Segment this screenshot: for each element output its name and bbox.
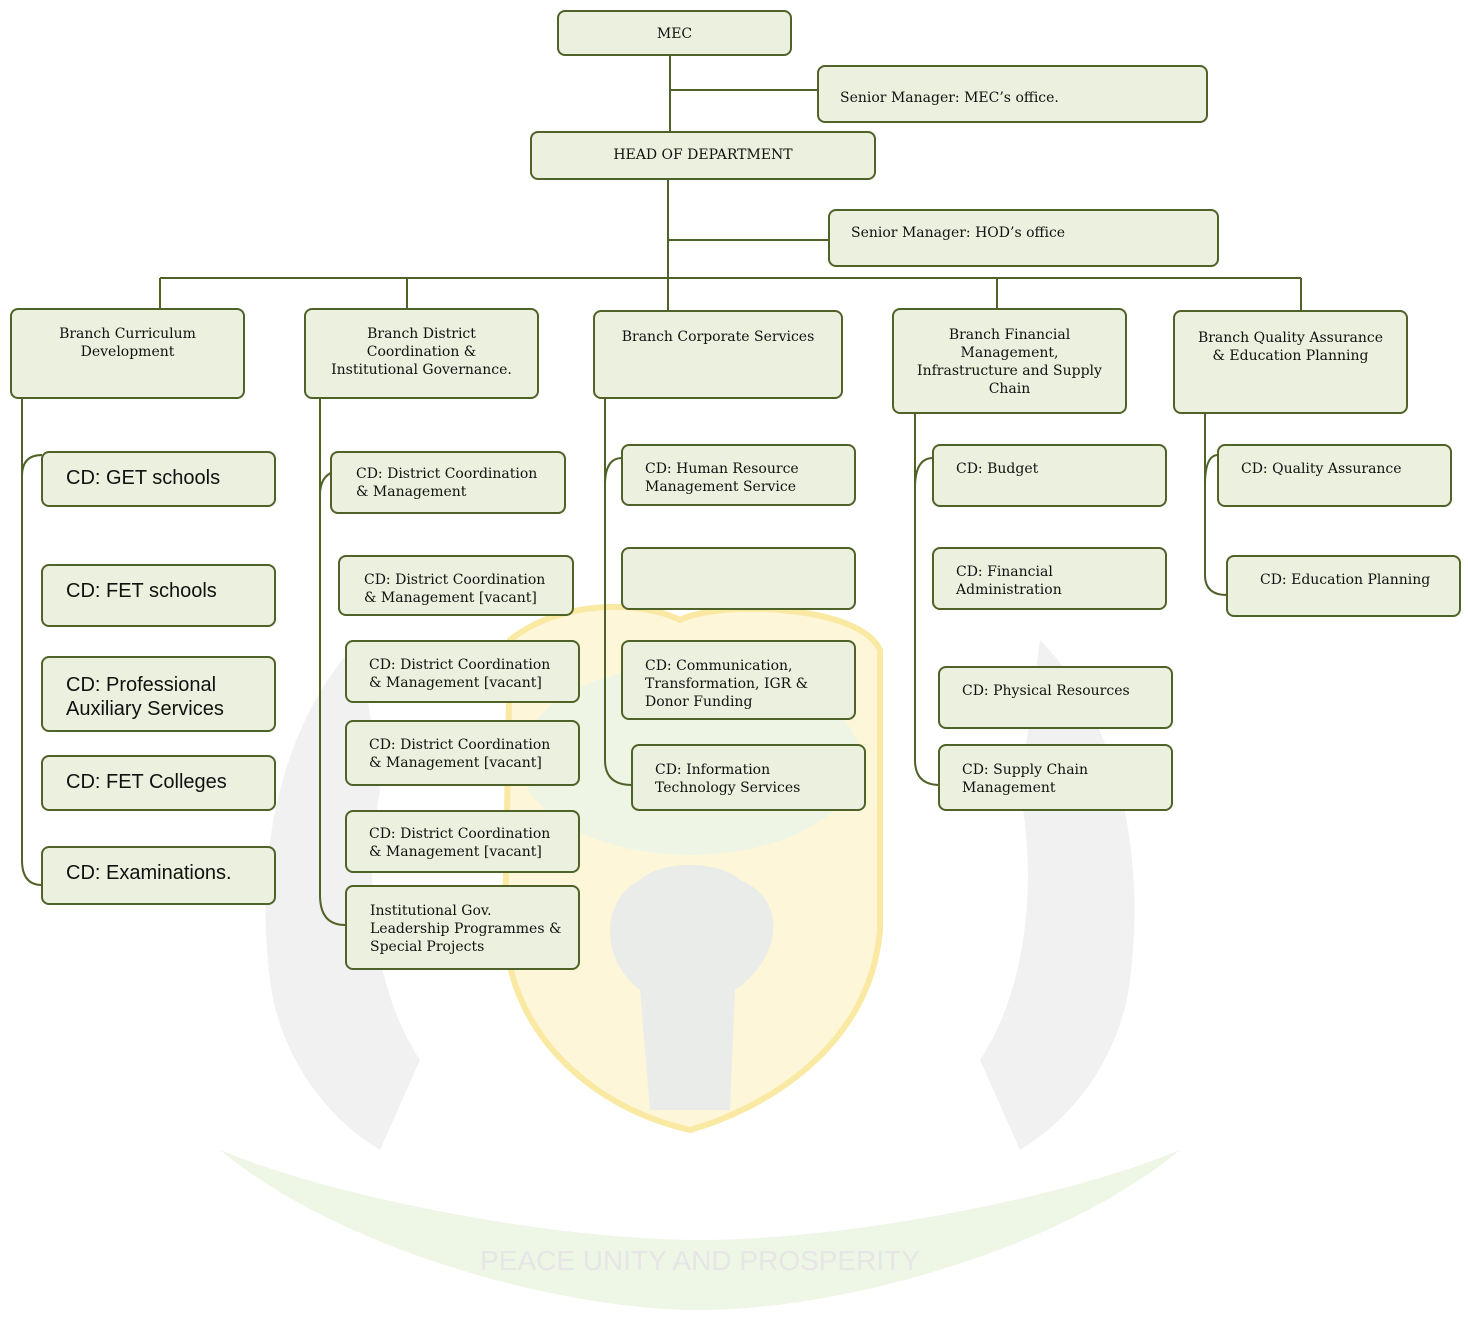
branch-title: Branch Corporate Services xyxy=(621,329,815,345)
unit-label: CD: Professional Auxiliary Services xyxy=(66,674,224,720)
unit-label: CD: Supply Chain Management xyxy=(962,762,1089,796)
unit-supply-chain: CD: Supply Chain Management xyxy=(938,744,1173,811)
branch-financial-management: Branch Financial Management, Infrastruct… xyxy=(892,308,1127,414)
unit-label: CD: District Coordination & Management xyxy=(356,466,538,500)
connector-branch5-units xyxy=(1204,412,1228,596)
unit-communication: CD: Communication, Transformation, IGR &… xyxy=(621,640,856,720)
unit-label: CD: District Coordination & Management [… xyxy=(369,826,551,860)
hod-label: HEAD OF DEPARTMENT xyxy=(613,147,793,163)
motto-text: PEACE UNITY AND PROSPERITY xyxy=(480,1245,920,1276)
senior-manager-hod-box: Senior Manager: HOD’s office xyxy=(828,209,1219,267)
branch-quality-assurance: Branch Quality Assurance & Education Pla… xyxy=(1173,310,1408,414)
unit-label: CD: Examinations. xyxy=(66,862,232,884)
senior-manager-hod-label: Senior Manager: HOD’s office xyxy=(851,225,1066,241)
branch-corporate-services: Branch Corporate Services xyxy=(593,310,843,399)
unit-professional-auxiliary: CD: Professional Auxiliary Services xyxy=(41,656,276,732)
unit-get-schools: CD: GET schools xyxy=(41,451,276,507)
unit-examinations: CD: Examinations. xyxy=(41,846,276,905)
mec-label: MEC xyxy=(656,26,693,42)
branch-title: Branch Quality Assurance & Education Pla… xyxy=(1197,330,1384,364)
unit-physical-resources: CD: Physical Resources xyxy=(938,666,1173,729)
branch-title: Branch Curriculum Development xyxy=(59,326,196,360)
branch-title: Branch District Coordination & Instituti… xyxy=(331,326,512,378)
left-supporter-animal-icon xyxy=(265,640,420,1150)
branch-district-coordination: Branch District Coordination & Instituti… xyxy=(304,308,539,399)
branch-title: Branch Financial Management, Infrastruct… xyxy=(917,327,1102,397)
unit-institutional-governance: Institutional Gov. Leadership Programmes… xyxy=(345,885,580,970)
branch-curriculum-development: Branch Curriculum Development xyxy=(10,308,245,399)
unit-fet-colleges: CD: FET Colleges xyxy=(41,755,276,811)
unit-district-coordination-4: CD: District Coordination & Management [… xyxy=(345,720,580,786)
unit-label: CD: District Coordination & Management [… xyxy=(369,737,551,771)
unit-district-coordination-1: CD: District Coordination & Management xyxy=(330,451,566,514)
connector-branch4-units xyxy=(914,412,941,786)
unit-budget: CD: Budget xyxy=(932,444,1167,507)
senior-manager-mec-box: Senior Manager: MEC’s office. xyxy=(817,65,1208,123)
unit-quality-assurance: CD: Quality Assurance xyxy=(1217,444,1452,507)
unit-label: CD: Human Resource Management Service xyxy=(645,461,799,495)
unit-human-resource: CD: Human Resource Management Service xyxy=(621,444,856,506)
unit-label: CD: GET schools xyxy=(66,467,221,489)
unit-label: CD: District Coordination & Management [… xyxy=(369,657,551,691)
unit-label: CD: FET schools xyxy=(66,580,217,602)
unit-label: CD: Communication, Transformation, IGR &… xyxy=(645,658,809,710)
unit-education-planning: CD: Education Planning xyxy=(1226,555,1461,617)
unit-district-coordination-3: CD: District Coordination & Management [… xyxy=(345,640,580,703)
senior-manager-mec-label: Senior Manager: MEC’s office. xyxy=(840,90,1059,106)
connector-branch1-units xyxy=(21,397,43,886)
unit-information-technology: CD: Information Technology Services xyxy=(631,744,866,811)
motto-ribbon xyxy=(220,1150,1180,1310)
unit-label: CD: Physical Resources xyxy=(962,683,1130,699)
unit-label: CD: Quality Assurance xyxy=(1241,461,1402,477)
unit-label: CD: Education Planning xyxy=(1260,572,1431,588)
unit-financial-administration: CD: Financial Administration xyxy=(932,547,1167,610)
hod-box: HEAD OF DEPARTMENT xyxy=(530,131,876,180)
unit-fet-schools: CD: FET schools xyxy=(41,564,276,627)
baobab-tree-icon xyxy=(610,865,774,1110)
unit-label: CD: Information Technology Services xyxy=(655,762,801,796)
unit-empty xyxy=(621,547,856,610)
unit-label: CD: Financial Administration xyxy=(956,564,1062,598)
mec-box: MEC xyxy=(557,10,792,56)
connector-branch3-units xyxy=(604,397,633,786)
unit-label: Institutional Gov. Leadership Programmes… xyxy=(370,903,562,955)
unit-label: CD: District Coordination & Management [… xyxy=(364,572,546,606)
connector-branch-drops xyxy=(159,278,1302,310)
unit-label: CD: FET Colleges xyxy=(66,771,227,793)
unit-district-coordination-5: CD: District Coordination & Management [… xyxy=(345,810,580,873)
unit-district-coordination-2: CD: District Coordination & Management [… xyxy=(338,555,574,616)
unit-label: CD: Budget xyxy=(956,461,1039,477)
